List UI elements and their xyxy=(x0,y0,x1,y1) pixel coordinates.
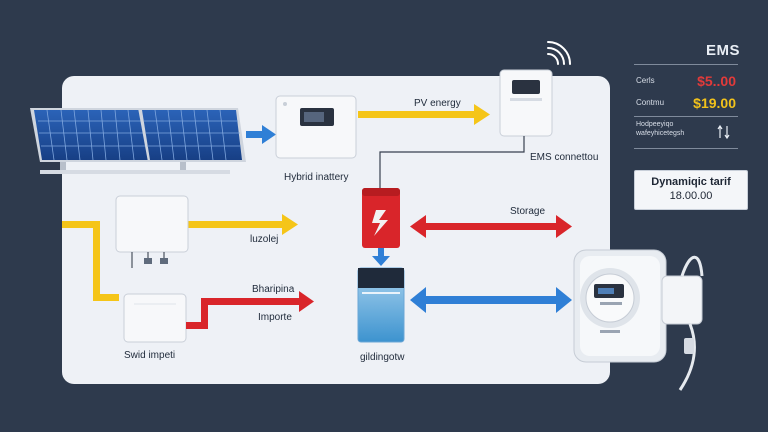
arrow-down xyxy=(372,248,390,266)
hybrid-inverter-icon xyxy=(275,95,357,159)
ems-row1-value: $5..00 xyxy=(697,73,736,89)
ems-row1-label: Cerls xyxy=(636,76,655,85)
ems-title: EMS xyxy=(705,42,740,59)
arrow-import xyxy=(186,291,314,329)
storage-battery-icon xyxy=(357,267,405,343)
label-pv-energy: PV energy xyxy=(414,98,461,109)
label-import: Importe xyxy=(258,312,292,323)
arrow-load xyxy=(62,214,298,301)
label-grid-import: Swid impeti xyxy=(124,350,176,361)
arrow-solar-to-inverter xyxy=(246,125,276,144)
red-controller-icon xyxy=(362,188,400,248)
ems-note: Hodpeeyiqo wafeyhicetegsh xyxy=(636,121,685,137)
transfer-icon xyxy=(717,124,730,140)
load-device-icon xyxy=(115,195,189,268)
meter-adapter-icon xyxy=(661,255,704,391)
dynamic-tariff-card: Dynamiqic tarif 18.00.00 xyxy=(634,170,748,210)
ems-controller-icon xyxy=(499,69,553,137)
ems-row2-label: Contmu xyxy=(636,98,665,107)
tariff-value: 18.00.00 xyxy=(669,190,713,202)
arrow-pv-energy xyxy=(358,104,490,125)
grid-import-device-icon xyxy=(123,293,187,343)
tariff-title: Dynamiqic tarif xyxy=(651,176,731,188)
ems-divider xyxy=(634,116,738,117)
label-storage: Storage xyxy=(510,206,546,217)
ems-panel: EMS Cerls $5..00 Contmu $19.00 Hodpeeyiq… xyxy=(628,38,744,152)
arrow-grid xyxy=(410,287,572,313)
ems-connection-line xyxy=(379,136,525,188)
ems-divider xyxy=(634,64,738,65)
arrow-storage xyxy=(410,215,572,238)
ems-row2-value: $19.00 xyxy=(693,95,736,111)
wifi-icon xyxy=(547,41,571,65)
ems-divider xyxy=(634,148,738,149)
solar-panel-icon xyxy=(30,108,246,174)
label-ems-connection: EMS connettou xyxy=(530,152,599,163)
label-load: luzolej xyxy=(250,234,279,245)
label-grid-meter: gildingotw xyxy=(360,352,405,363)
smart-meter-icon xyxy=(573,249,667,363)
label-bharipina: Bharipina xyxy=(252,284,295,295)
label-hybrid-inverter: Hybrid inattery xyxy=(284,172,349,183)
